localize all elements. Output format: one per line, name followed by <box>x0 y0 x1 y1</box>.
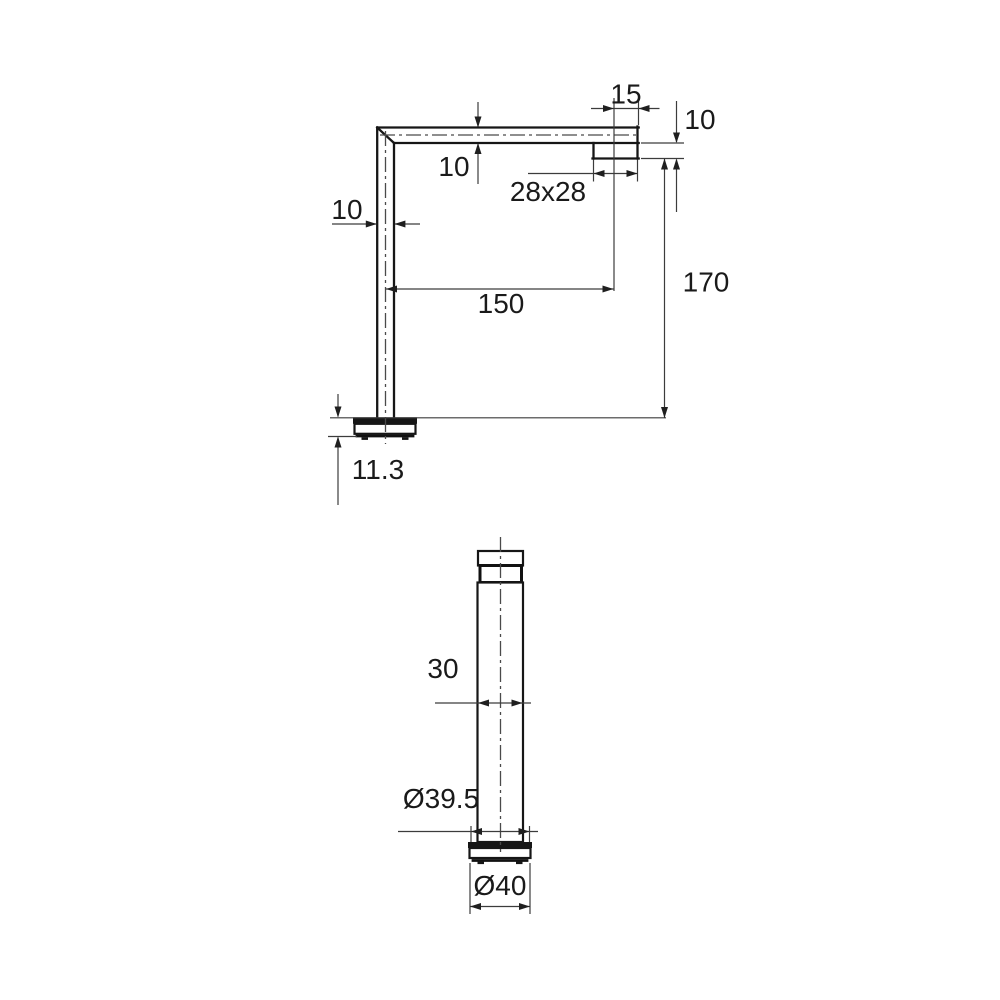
base-front <box>468 842 532 865</box>
dim-arrow <box>518 828 530 835</box>
dim-label-outlet-drop: 10 <box>684 104 715 135</box>
dim-base-height: 11.3 <box>328 394 404 505</box>
spout-outline <box>375 125 640 419</box>
dim-arrow <box>470 903 481 910</box>
base-foot-right <box>516 861 523 865</box>
dim-outlet-drop: 10 <box>641 101 716 212</box>
dim-spout-end-offset: 15 <box>591 79 660 291</box>
dim-arrow <box>593 170 605 177</box>
dim-label-overall-height: 170 <box>683 267 730 298</box>
dim-arrow <box>661 158 668 170</box>
dim-outlet-section: 28x28 <box>510 159 639 207</box>
dim-arrow <box>394 220 406 228</box>
base-body <box>468 846 532 860</box>
base-foot-right <box>402 437 409 440</box>
dim-label-leg-thickness: 10 <box>331 194 362 225</box>
dim-arrow <box>511 699 523 707</box>
dim-label-base-height: 11.3 <box>352 454 404 485</box>
dim-arrow <box>474 116 482 128</box>
dim-arrow <box>673 132 680 143</box>
dim-base-diameter: Ø40 <box>469 863 531 914</box>
base-foot-left <box>361 437 368 440</box>
dim-label-spout-end-offset: 15 <box>610 79 641 110</box>
dim-arrow <box>334 406 342 418</box>
dim-label-base-diameter: Ø40 <box>474 870 527 901</box>
dim-overall-height: 170 <box>661 158 730 418</box>
dim-arrow <box>661 407 668 418</box>
dim-arrow <box>471 828 482 835</box>
dim-collar-diameter: Ø39.5 <box>398 783 538 842</box>
dim-arrow <box>638 105 650 112</box>
dim-arrow <box>673 158 680 170</box>
dim-arrow <box>334 436 342 448</box>
front-view: 30 Ø39.5 Ø40 <box>398 537 538 914</box>
dim-arm-thickness: 10 <box>438 102 482 184</box>
dim-arrow <box>602 285 614 293</box>
dim-arrow <box>474 143 482 154</box>
dim-label-collar-diameter: Ø39.5 <box>403 783 479 814</box>
dim-label-outlet-section: 28x28 <box>510 176 586 207</box>
dim-label-body-width: 30 <box>427 653 458 684</box>
side-view: 15 10 10 170 <box>328 79 730 505</box>
dim-arrow <box>626 170 638 177</box>
dim-arrow <box>519 903 530 910</box>
dim-reach: 150 <box>385 285 614 319</box>
dim-arrow <box>386 285 397 293</box>
dim-arrow <box>603 105 614 112</box>
dim-label-reach: 150 <box>478 288 525 319</box>
dim-label-arm-thickness: 10 <box>438 151 469 182</box>
dim-arrow <box>478 699 489 707</box>
base-foot-left <box>477 861 484 865</box>
dim-body-width: 30 <box>427 653 531 707</box>
dim-leg-thickness: 10 <box>331 194 420 228</box>
dim-arrow <box>365 220 377 228</box>
